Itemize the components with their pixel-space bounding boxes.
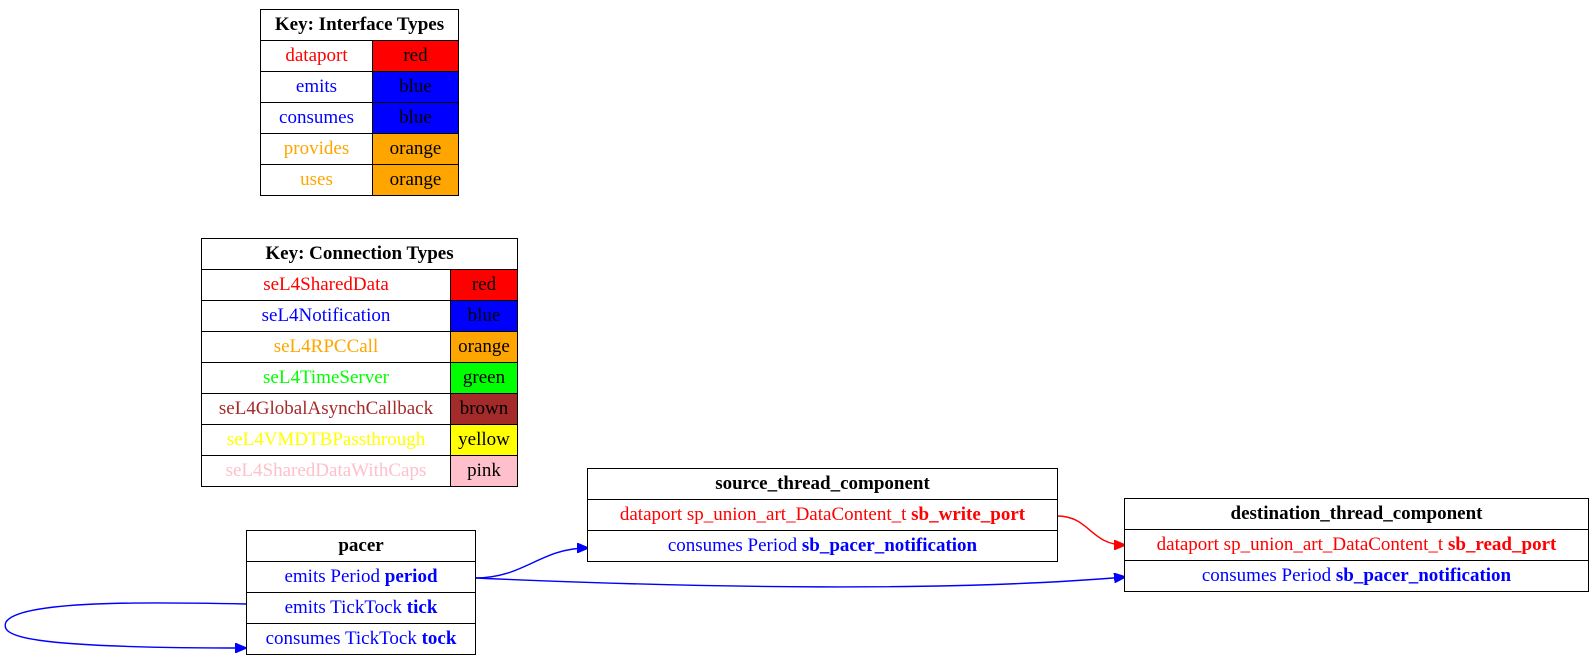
port-type: Period: [747, 535, 798, 556]
connection-label-sel4shareddata: seL4SharedData: [201, 269, 451, 301]
port-name: sb_pacer_notification: [801, 535, 978, 556]
connection-label-sel4shareddatawithcaps: seL4SharedDataWithCaps: [201, 455, 451, 487]
port-type: sp_union_art_DataContent_t: [686, 504, 907, 525]
port-kind: emits: [284, 566, 326, 587]
port-type: sp_union_art_DataContent_t: [1223, 534, 1444, 555]
interface-swatch-provides: orange: [372, 133, 459, 165]
interface-swatch-uses: orange: [372, 164, 459, 196]
port-kind: dataport: [1156, 534, 1219, 555]
connection-swatch-sel4notification: blue: [450, 300, 518, 332]
port-name: tick: [406, 597, 438, 618]
connection-swatch-sel4globalasynchcallback: brown: [450, 393, 518, 425]
key-interface-title: Key: Interface Types: [260, 9, 459, 41]
interface-label-provides: provides: [260, 133, 373, 165]
port-type: Period: [330, 566, 380, 587]
pacer-port-tick[interactable]: emits TickTock tick: [246, 592, 476, 624]
port-kind: dataport: [619, 504, 683, 525]
source-title: source_thread_component: [587, 468, 1058, 500]
pacer-component[interactable]: pacer emits Period period emits TickTock…: [246, 530, 476, 655]
port-kind: consumes: [667, 535, 743, 556]
port-name: sb_pacer_notification: [1335, 565, 1512, 586]
key-connection-types-table: Key: Connection Types seL4SharedData red…: [201, 238, 518, 487]
port-name: period: [384, 566, 438, 587]
connection-swatch-sel4shareddatawithcaps: pink: [450, 455, 518, 487]
interface-label-emits: emits: [260, 71, 373, 103]
key-interface-types-table: Key: Interface Types dataport red emits …: [260, 9, 459, 196]
destination-port-sb-read-port[interactable]: dataport sp_union_art_DataContent_t sb_r…: [1124, 529, 1589, 561]
port-name: sb_write_port: [911, 504, 1026, 525]
connection-swatch-sel4timeserver: green: [450, 362, 518, 394]
edge-pacer-period-to-destination-notification: [474, 577, 1125, 588]
interface-swatch-emits: blue: [372, 71, 459, 103]
connection-label-sel4timeserver: seL4TimeServer: [201, 362, 451, 394]
key-connection-title: Key: Connection Types: [201, 238, 518, 270]
pacer-port-tock[interactable]: consumes TickTock tock: [246, 623, 476, 655]
source-port-sb-write-port[interactable]: dataport sp_union_art_DataContent_t sb_w…: [587, 499, 1058, 531]
connection-label-sel4vmdtbpassthrough: seL4VMDTBPassthrough: [201, 424, 451, 456]
connection-swatch-sel4rpccall: orange: [450, 331, 518, 363]
pacer-title: pacer: [246, 530, 476, 562]
destination-port-sb-pacer-notification[interactable]: consumes Period sb_pacer_notification: [1124, 560, 1589, 592]
connection-label-sel4notification: seL4Notification: [201, 300, 451, 332]
edge-pacer-period-to-source-notification: [474, 548, 588, 579]
connection-label-sel4globalasynchcallback: seL4GlobalAsynchCallback: [201, 393, 451, 425]
connection-label-sel4rpccall: seL4RPCCall: [201, 331, 451, 363]
port-name: sb_read_port: [1447, 534, 1557, 555]
port-name: tock: [421, 628, 457, 649]
destination-thread-component[interactable]: destination_thread_component dataport sp…: [1124, 498, 1589, 592]
interface-label-dataport: dataport: [260, 40, 373, 72]
edge-pacer-tick-to-tock: [4, 602, 246, 648]
destination-title: destination_thread_component: [1124, 498, 1589, 530]
port-type: TickTock: [344, 628, 417, 649]
interface-label-uses: uses: [260, 164, 373, 196]
connection-swatch-sel4shareddata: red: [450, 269, 518, 301]
interface-swatch-dataport: red: [372, 40, 459, 72]
interface-label-consumes: consumes: [260, 102, 373, 134]
port-kind: consumes: [265, 628, 341, 649]
port-type: TickTock: [330, 597, 403, 618]
connection-swatch-sel4vmdtbpassthrough: yellow: [450, 424, 518, 456]
source-port-sb-pacer-notification[interactable]: consumes Period sb_pacer_notification: [587, 530, 1058, 562]
pacer-port-period[interactable]: emits Period period: [246, 561, 476, 593]
port-kind: consumes: [1201, 565, 1277, 586]
port-kind: emits: [284, 597, 326, 618]
interface-swatch-consumes: blue: [372, 102, 459, 134]
port-type: Period: [1281, 565, 1332, 586]
edge-source-write-to-destination-read: [1056, 515, 1125, 545]
source-thread-component[interactable]: source_thread_component dataport sp_unio…: [587, 468, 1058, 562]
